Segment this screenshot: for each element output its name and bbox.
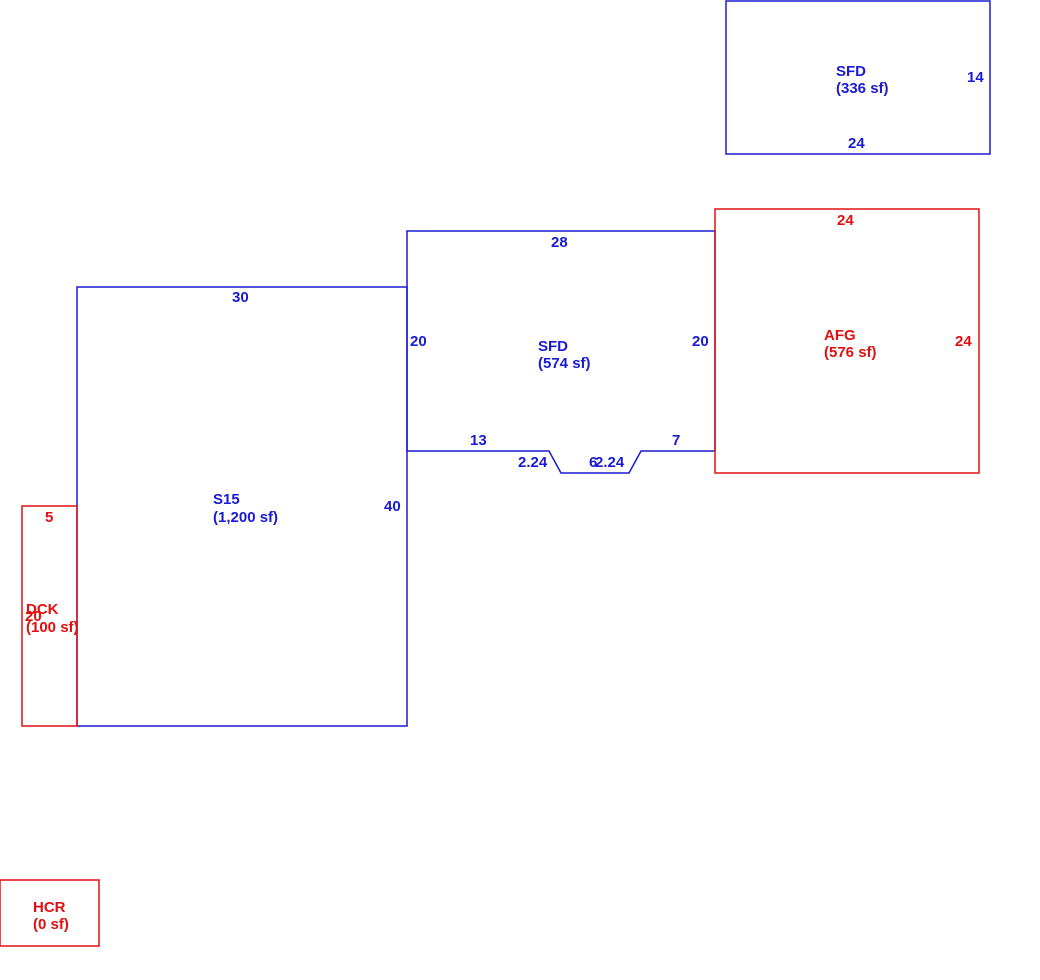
area-s15-code: S15 xyxy=(213,491,240,508)
area-sfd-main: SFD (574 sf) 28 20 20 13 7 2.24 6 2.24 xyxy=(406,230,716,474)
area-sfd-main-size: (574 sf) xyxy=(538,355,591,372)
area-sfd-upper-code: SFD xyxy=(836,63,866,80)
area-dck: DCK (100 sf) 5 20 xyxy=(21,505,79,727)
dim-sfd-main-bay-left: 2.24 xyxy=(518,454,548,471)
area-afg-outline xyxy=(714,208,980,474)
dim-sfd-upper-bottom: 24 xyxy=(848,135,865,152)
area-sfd-upper-size: (336 sf) xyxy=(836,80,889,97)
dim-sfd-main-right: 20 xyxy=(692,333,709,350)
dim-sfd-main-bay-bottom: 6 xyxy=(589,454,597,471)
area-afg: AFG (576 sf) 24 24 xyxy=(714,208,980,474)
dim-afg-right: 24 xyxy=(955,333,972,350)
area-dck-outline xyxy=(21,505,78,727)
area-afg-code: AFG xyxy=(824,327,856,344)
area-hcr-code: HCR xyxy=(33,899,66,916)
dim-sfd-main-bay-right: 2.24 xyxy=(595,454,625,471)
dim-dck-left: 20 xyxy=(25,608,42,625)
area-s15-size: (1,200 sf) xyxy=(213,509,278,526)
dim-sfd-main-bottom-left: 13 xyxy=(470,432,487,449)
dim-sfd-main-top: 28 xyxy=(551,234,568,251)
dim-sfd-upper-right: 14 xyxy=(967,69,984,86)
area-dck-code: DCK xyxy=(26,601,59,618)
area-sfd-main-code: SFD xyxy=(538,338,568,355)
dim-s15-right: 40 xyxy=(384,498,401,515)
area-sfd-upper: SFD (336 sf) 14 24 xyxy=(725,0,991,155)
area-hcr-outline xyxy=(0,879,100,947)
dim-afg-top: 24 xyxy=(837,212,854,229)
dim-sfd-main-left: 20 xyxy=(410,333,427,350)
area-afg-size: (576 sf) xyxy=(824,344,877,361)
area-sfd-upper-outline xyxy=(725,0,991,155)
area-s15-outline xyxy=(76,286,408,727)
dim-dck-top: 5 xyxy=(45,509,53,526)
dim-s15-top: 30 xyxy=(232,289,249,306)
area-hcr-size: (0 sf) xyxy=(33,916,69,933)
area-s15: S15 (1,200 sf) 30 40 xyxy=(76,286,408,727)
area-hcr: HCR (0 sf) xyxy=(0,879,100,947)
area-dck-size: (100 sf) xyxy=(26,619,79,636)
dim-sfd-main-bottom-right: 7 xyxy=(672,432,680,449)
